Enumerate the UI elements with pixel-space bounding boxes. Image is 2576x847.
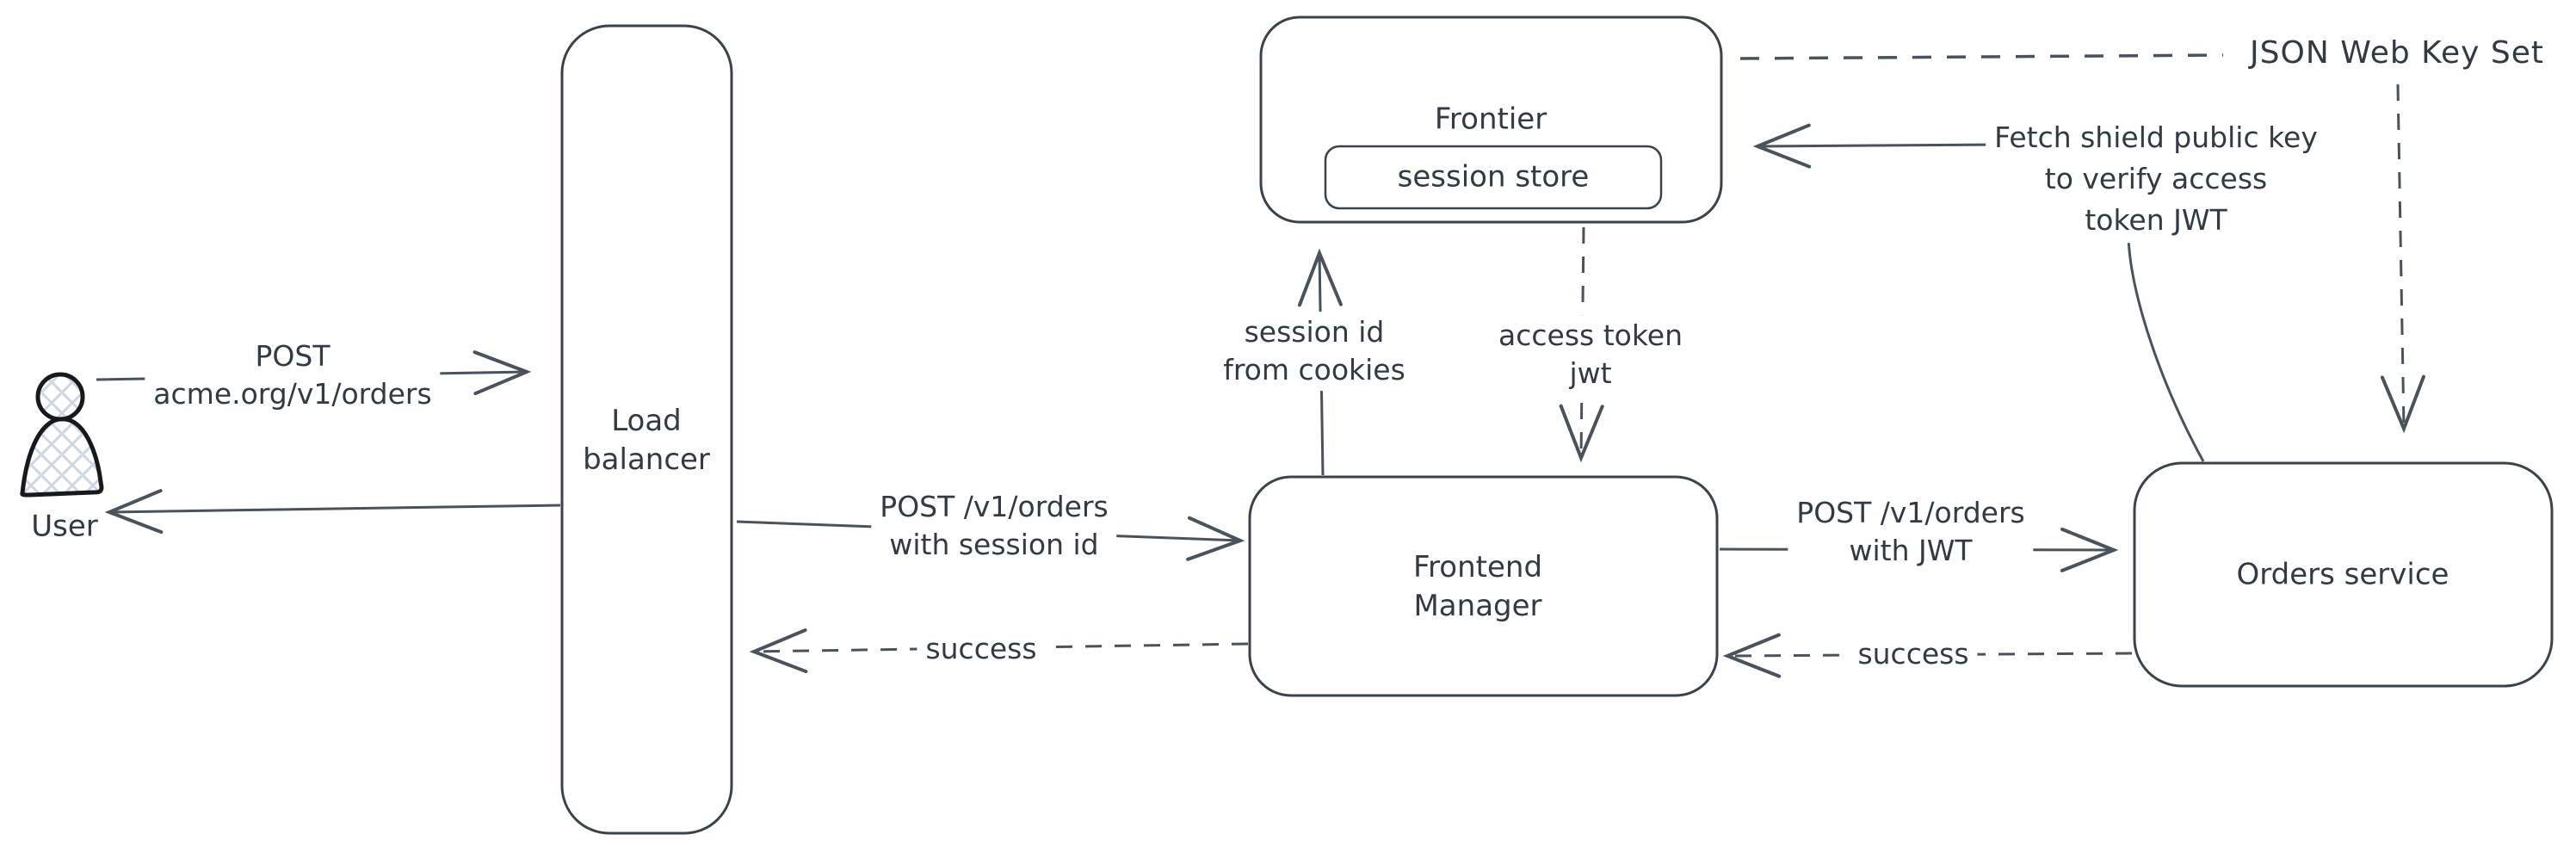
- user-body: [20, 417, 104, 498]
- frontier-label: Frontier: [1434, 102, 1547, 137]
- user-label: User: [31, 509, 98, 544]
- load-balancer-box: [560, 24, 733, 835]
- line-frontier-to-jwks: [1739, 53, 2224, 60]
- user-head: [35, 372, 85, 422]
- session-store-box: [1324, 145, 1663, 210]
- edge-label-post-acme-orders: POST acme.org/v1/orders: [145, 336, 441, 415]
- frontend-manager-label: Frontend Manager: [1412, 549, 1543, 623]
- load-balancer-label: Load balancer: [583, 403, 710, 477]
- jwks-label: JSON Web Key Set: [2245, 33, 2549, 74]
- orders-service-label: Orders service: [2236, 557, 2449, 592]
- edge-label-post-orders-jwt: POST /v1/orders with JWT: [1788, 492, 2034, 572]
- arrow-orders-service-to-frontend-manager-success: [1722, 633, 2133, 678]
- session-store-label: session store: [1397, 159, 1590, 195]
- edge-label-access-token-jwt: access token jwt: [1490, 315, 1691, 394]
- edge-label-post-orders-session-id: POST /v1/orders with session id: [871, 486, 1117, 566]
- orders-service-box: [2133, 461, 2554, 688]
- edge-label-session-id-from-cookies: session id from cookies: [1214, 312, 1414, 391]
- frontend-manager-box: [1248, 475, 1719, 697]
- edge-label-fetch-shield-public-key: Fetch shield public key to verify access…: [1986, 115, 2326, 243]
- arrow-frontier-to-frontend-manager-access-token: [1559, 226, 1604, 463]
- user-figure: [20, 372, 104, 498]
- edge-label-success-left: success: [917, 628, 1046, 670]
- edge-label-success-right: success: [1849, 634, 1978, 675]
- arrow-jwks-to-orders-service: [2380, 83, 2425, 434]
- arrow-load-balancer-to-user: [104, 489, 561, 535]
